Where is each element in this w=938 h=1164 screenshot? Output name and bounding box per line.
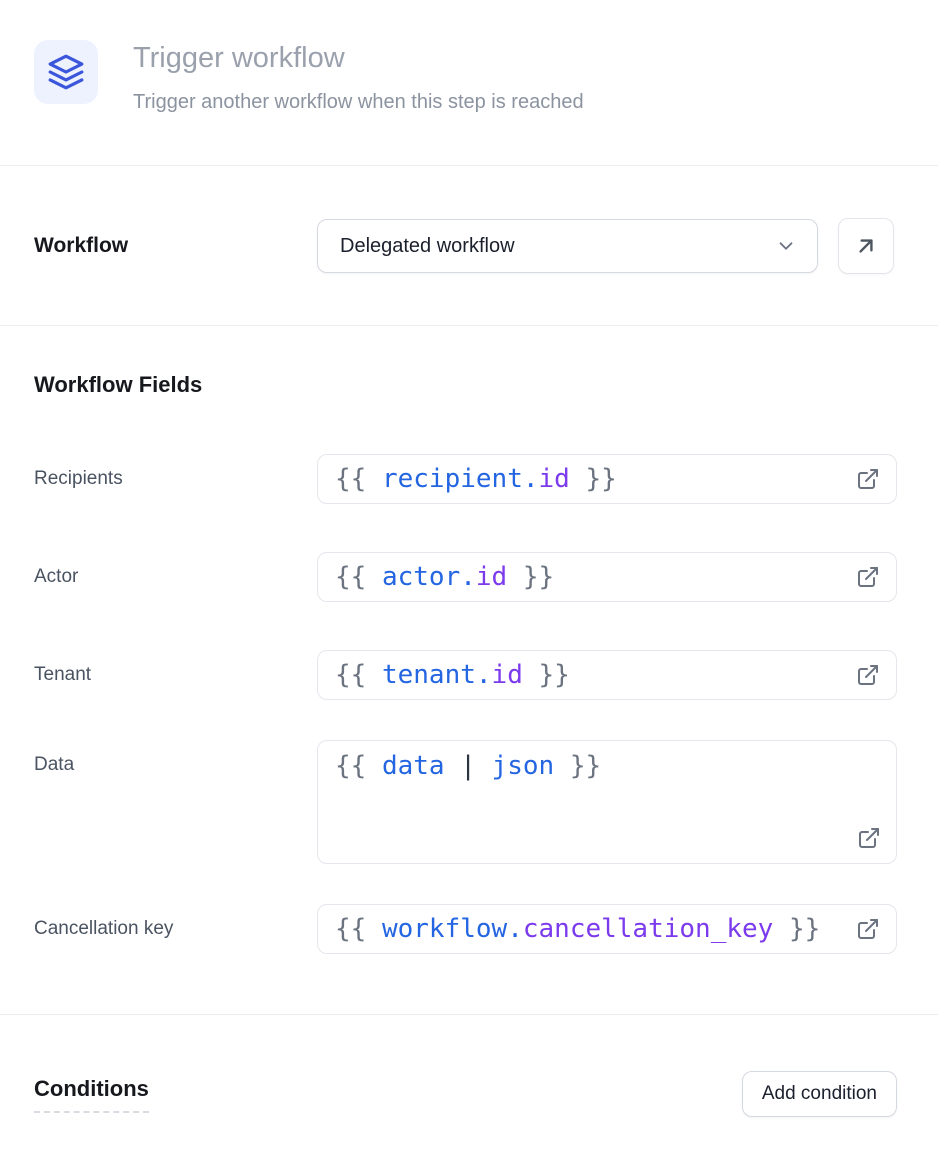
code-token: data [381,751,445,781]
field-template-input[interactable]: {{ data | json }} [317,740,897,864]
open-in-editor-button[interactable] [857,826,881,850]
external-link-icon [857,826,881,850]
field-row: Actor {{ actor.id }} [34,552,897,602]
add-condition-button[interactable]: Add condition [741,1071,897,1117]
field-row: Recipients {{ recipient.id }} [34,454,897,504]
field-template-input[interactable]: {{ workflow.cancellation_key }} [317,904,897,954]
layers-icon [47,53,85,91]
field-label: Cancellation key [34,918,174,939]
chevron-down-icon [775,235,797,257]
code-token: {{ [335,660,382,690]
open-in-editor-button[interactable] [856,565,880,589]
workflow-fields-list: Recipients {{ recipient.id }} Actor {{ a… [34,454,897,954]
field-row: Cancellation key {{ workflow.cancellatio… [34,904,897,954]
workflow-label: Workflow [34,234,129,257]
external-link-icon [856,565,880,589]
open-in-editor-button[interactable] [856,663,880,687]
field-template-input[interactable]: {{ tenant.id }} [317,650,897,700]
code-token: | [444,751,492,781]
open-in-editor-button[interactable] [856,467,880,491]
header-text: Trigger workflow Trigger another workflo… [133,40,584,114]
conditions-heading: Conditions [34,1076,149,1113]
field-template-input[interactable]: {{ actor.id }} [317,552,897,602]
code-token: {{ [335,464,382,494]
field-code: {{ workflow.cancellation_key }} [335,913,820,945]
code-token: actor. [381,562,476,592]
conditions-section: Conditions Add condition [0,1015,938,1117]
external-link-icon [856,917,880,941]
field-code: {{ recipient.id }} [335,463,617,495]
code-token: {{ [335,914,382,944]
divider [0,165,938,166]
field-label: Actor [34,566,79,587]
code-token: workflow. [381,914,523,944]
external-link-icon [856,663,880,687]
code-token: }} [554,751,602,781]
code-token: recipient. [381,464,539,494]
code-token: id [475,562,508,592]
workflow-fields-heading: Workflow Fields [34,372,203,397]
code-token: }} [522,660,570,690]
field-code: {{ tenant.id }} [335,659,570,691]
open-workflow-button[interactable] [838,218,894,274]
page-subtitle: Trigger another workflow when this step … [133,91,584,113]
code-token: {{ [335,562,382,592]
workflow-fields-section: Workflow Fields Recipients {{ recipient.… [0,372,938,954]
code-token: }} [507,562,555,592]
field-code: {{ data | json }} [335,750,601,782]
workflow-select[interactable]: Delegated workflow [317,219,818,273]
field-label: Tenant [34,664,92,685]
workflow-row: Workflow Delegated workflow [0,166,938,274]
code-token: {{ [335,751,382,781]
divider [0,1014,938,1015]
field-template-input[interactable]: {{ recipient.id }} [317,454,897,504]
arrow-up-right-icon [853,233,879,259]
code-token: tenant. [381,660,492,690]
open-in-editor-button[interactable] [856,917,880,941]
field-label: Recipients [34,468,123,489]
code-token: }} [569,464,617,494]
code-token: id [491,660,523,690]
code-token: }} [773,914,821,944]
external-link-icon [856,467,880,491]
panel-header: Trigger workflow Trigger another workflo… [0,0,938,114]
step-icon-container [34,40,98,104]
field-row: Tenant {{ tenant.id }} [34,650,897,700]
field-row: Data {{ data | json }} [34,740,897,864]
divider [0,325,938,326]
page-title: Trigger workflow [133,42,345,74]
code-token: id [538,464,570,494]
field-label: Data [34,754,75,775]
field-code: {{ actor.id }} [335,561,554,593]
code-token: json [491,751,555,781]
code-token: cancellation_key [522,914,774,944]
workflow-select-value: Delegated workflow [340,234,515,257]
